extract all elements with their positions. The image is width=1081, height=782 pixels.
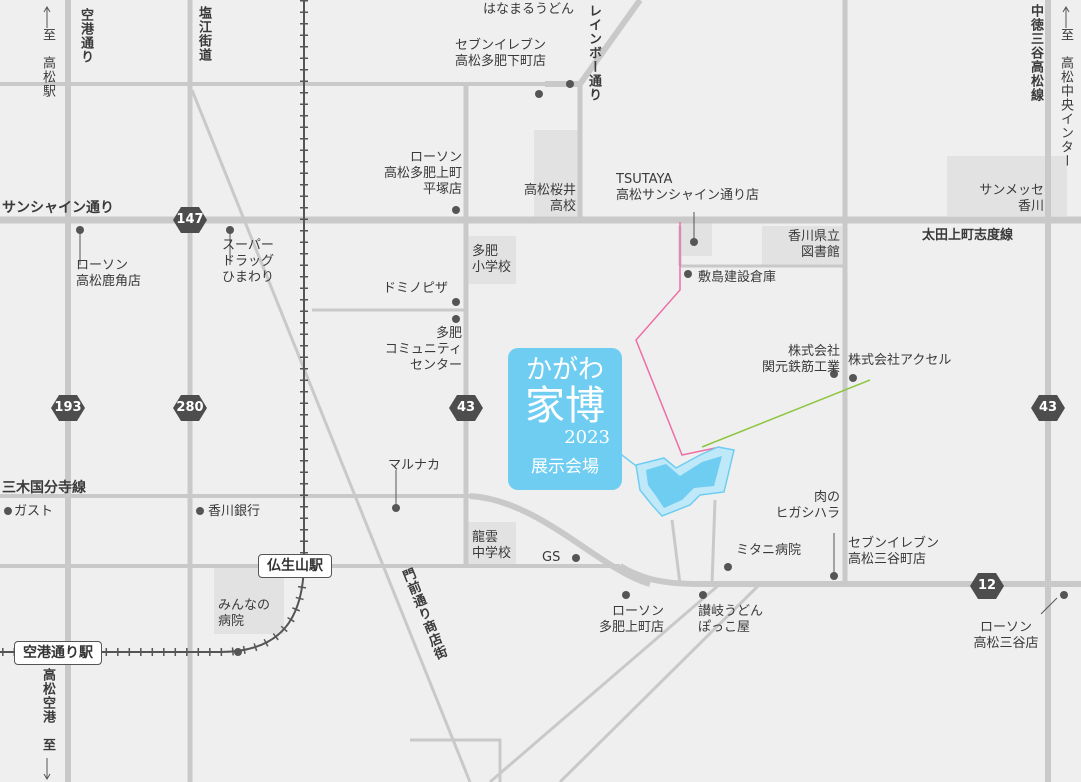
route-12-badge: 12 [970, 573, 1004, 599]
poi-marker[interactable] [724, 563, 732, 571]
label-sanuki-udon-pokkoya: 讃岐うどん ぽっこ屋 [698, 604, 764, 635]
label-gusto: ガスト [14, 504, 54, 519]
green-route-line [701, 379, 871, 448]
poi-marker[interactable] [690, 238, 698, 246]
label-ryuun-junior-high: 龍雲 中学校 [472, 530, 512, 561]
road-label-sunshine: サンシャイン通り [2, 200, 114, 216]
poi-marker[interactable] [226, 226, 234, 234]
route-193-badge: 193 [51, 395, 85, 421]
poi-marker[interactable] [234, 648, 242, 656]
label-hanamaru-udon: はなまるうどん [482, 2, 574, 17]
poi-marker[interactable] [699, 591, 707, 599]
venue-hall-label: 展示会場 [531, 457, 599, 477]
road-label-ota-shido: 太田上町志度線 [922, 228, 1014, 243]
label-shikishima-warehouse: 敷島建設倉庫 [698, 270, 777, 285]
hospital-block [214, 568, 284, 634]
label-kagawa-library: 香川県立 図書館 [787, 229, 840, 260]
venue-site-shape [617, 446, 735, 517]
label-lawson-mitani: ローソン 高松三谷店 [973, 620, 1039, 651]
poi-marker[interactable] [452, 206, 460, 214]
poi-marker[interactable] [535, 90, 543, 98]
label-lawson-kanozumi: ローソン 高松鹿角店 [76, 258, 142, 289]
label-minna-no-hospital: みんなの 病院 [218, 598, 271, 629]
poi-marker[interactable] [830, 572, 838, 580]
route-43-badge: 43 [449, 395, 483, 421]
direction-airport: 高松空港 至 [40, 668, 55, 752]
label-tsutaya: TSUTAYA 高松サンシャイン通り店 [616, 172, 760, 203]
label-tahi-elementary: 多肥 小学校 [472, 244, 512, 275]
road-label-kuko-dori: 空港通り [78, 8, 93, 64]
library-block [762, 226, 842, 266]
label-sakurai-high-school: 高松桜井 高校 [523, 183, 576, 214]
poi-marker[interactable] [452, 315, 460, 323]
label-super-drug-himawari: スーパー ドラッグ ひまわり [222, 238, 275, 285]
label-accel: 株式会社アクセル [848, 353, 952, 368]
label-gas-station: GS [542, 550, 561, 565]
label-marunaka: マルナカ [388, 458, 441, 473]
direction-interchange: 至 高松中央インター [1058, 28, 1073, 168]
poi-marker[interactable] [830, 370, 838, 378]
label-seven-mitani: セブンイレブン 高松三谷町店 [848, 536, 940, 567]
school-block [534, 130, 578, 220]
label-mitani-hospital: ミタニ病院 [736, 543, 802, 558]
poi-marker[interactable] [684, 270, 692, 278]
poi-marker[interactable] [572, 554, 580, 562]
road-label-miki-kokubunji: 三木国分寺線 [2, 480, 86, 496]
route-280-badge: 280 [173, 395, 207, 421]
venue-year: 2023 [564, 427, 610, 448]
route-147-badge: 147 [173, 207, 207, 233]
poi-marker[interactable] [566, 80, 574, 88]
school-block [466, 522, 516, 566]
station-kuko-dori[interactable]: 空港通り駅 [14, 641, 102, 665]
pink-route-line [635, 222, 721, 456]
venue-kagawa-iehaku[interactable]: かがわ 家博 2023 展示会場 [508, 348, 622, 490]
label-dominos: ドミノピザ [382, 281, 448, 296]
label-lawson-hiratsuka: ローソン 高松多肥上町 平塚店 [383, 150, 462, 197]
poi-marker[interactable] [196, 507, 204, 515]
label-kagawa-bank: 香川銀行 [208, 504, 261, 519]
poi-marker[interactable] [452, 298, 460, 306]
poi-marker[interactable] [849, 374, 857, 382]
road-label-shioe-kaido: 塩江街道 [196, 6, 211, 62]
route-43-badge: 43 [1031, 395, 1065, 421]
road-label-rainbow: レインボー通り [586, 4, 601, 102]
label-tahi-community-center: 多肥 コミュニティ センター [384, 326, 462, 373]
road-label-chutoku: 中徳三谷高松線 [1028, 4, 1043, 102]
poi-marker[interactable] [392, 504, 400, 512]
poi-marker[interactable] [76, 226, 84, 234]
venue-name-line1: かがわ [525, 355, 604, 385]
venue-name-line2: 家博 [525, 383, 605, 429]
station-busshozan[interactable]: 仏生山駅 [258, 554, 332, 578]
poi-marker[interactable] [4, 507, 12, 515]
label-sunmesse-kagawa: サンメッセ 香川 [979, 183, 1044, 214]
direction-takamatsu-station: 至 高松駅 [40, 28, 55, 98]
poi-marker[interactable] [1060, 591, 1068, 599]
school-block [466, 236, 516, 284]
label-lawson-tahi-kamimachi: ローソン 多肥上町店 [598, 604, 664, 635]
label-kangen-tekkin: 株式会社 関元鉄筋工業 [761, 344, 840, 375]
poi-marker[interactable] [622, 591, 630, 599]
label-niku-no-higashihara: 肉の ヒガシハラ [775, 490, 840, 521]
label-seven-tahi-shimomachi: セブンイレブン 高松多肥下町店 [454, 38, 546, 69]
